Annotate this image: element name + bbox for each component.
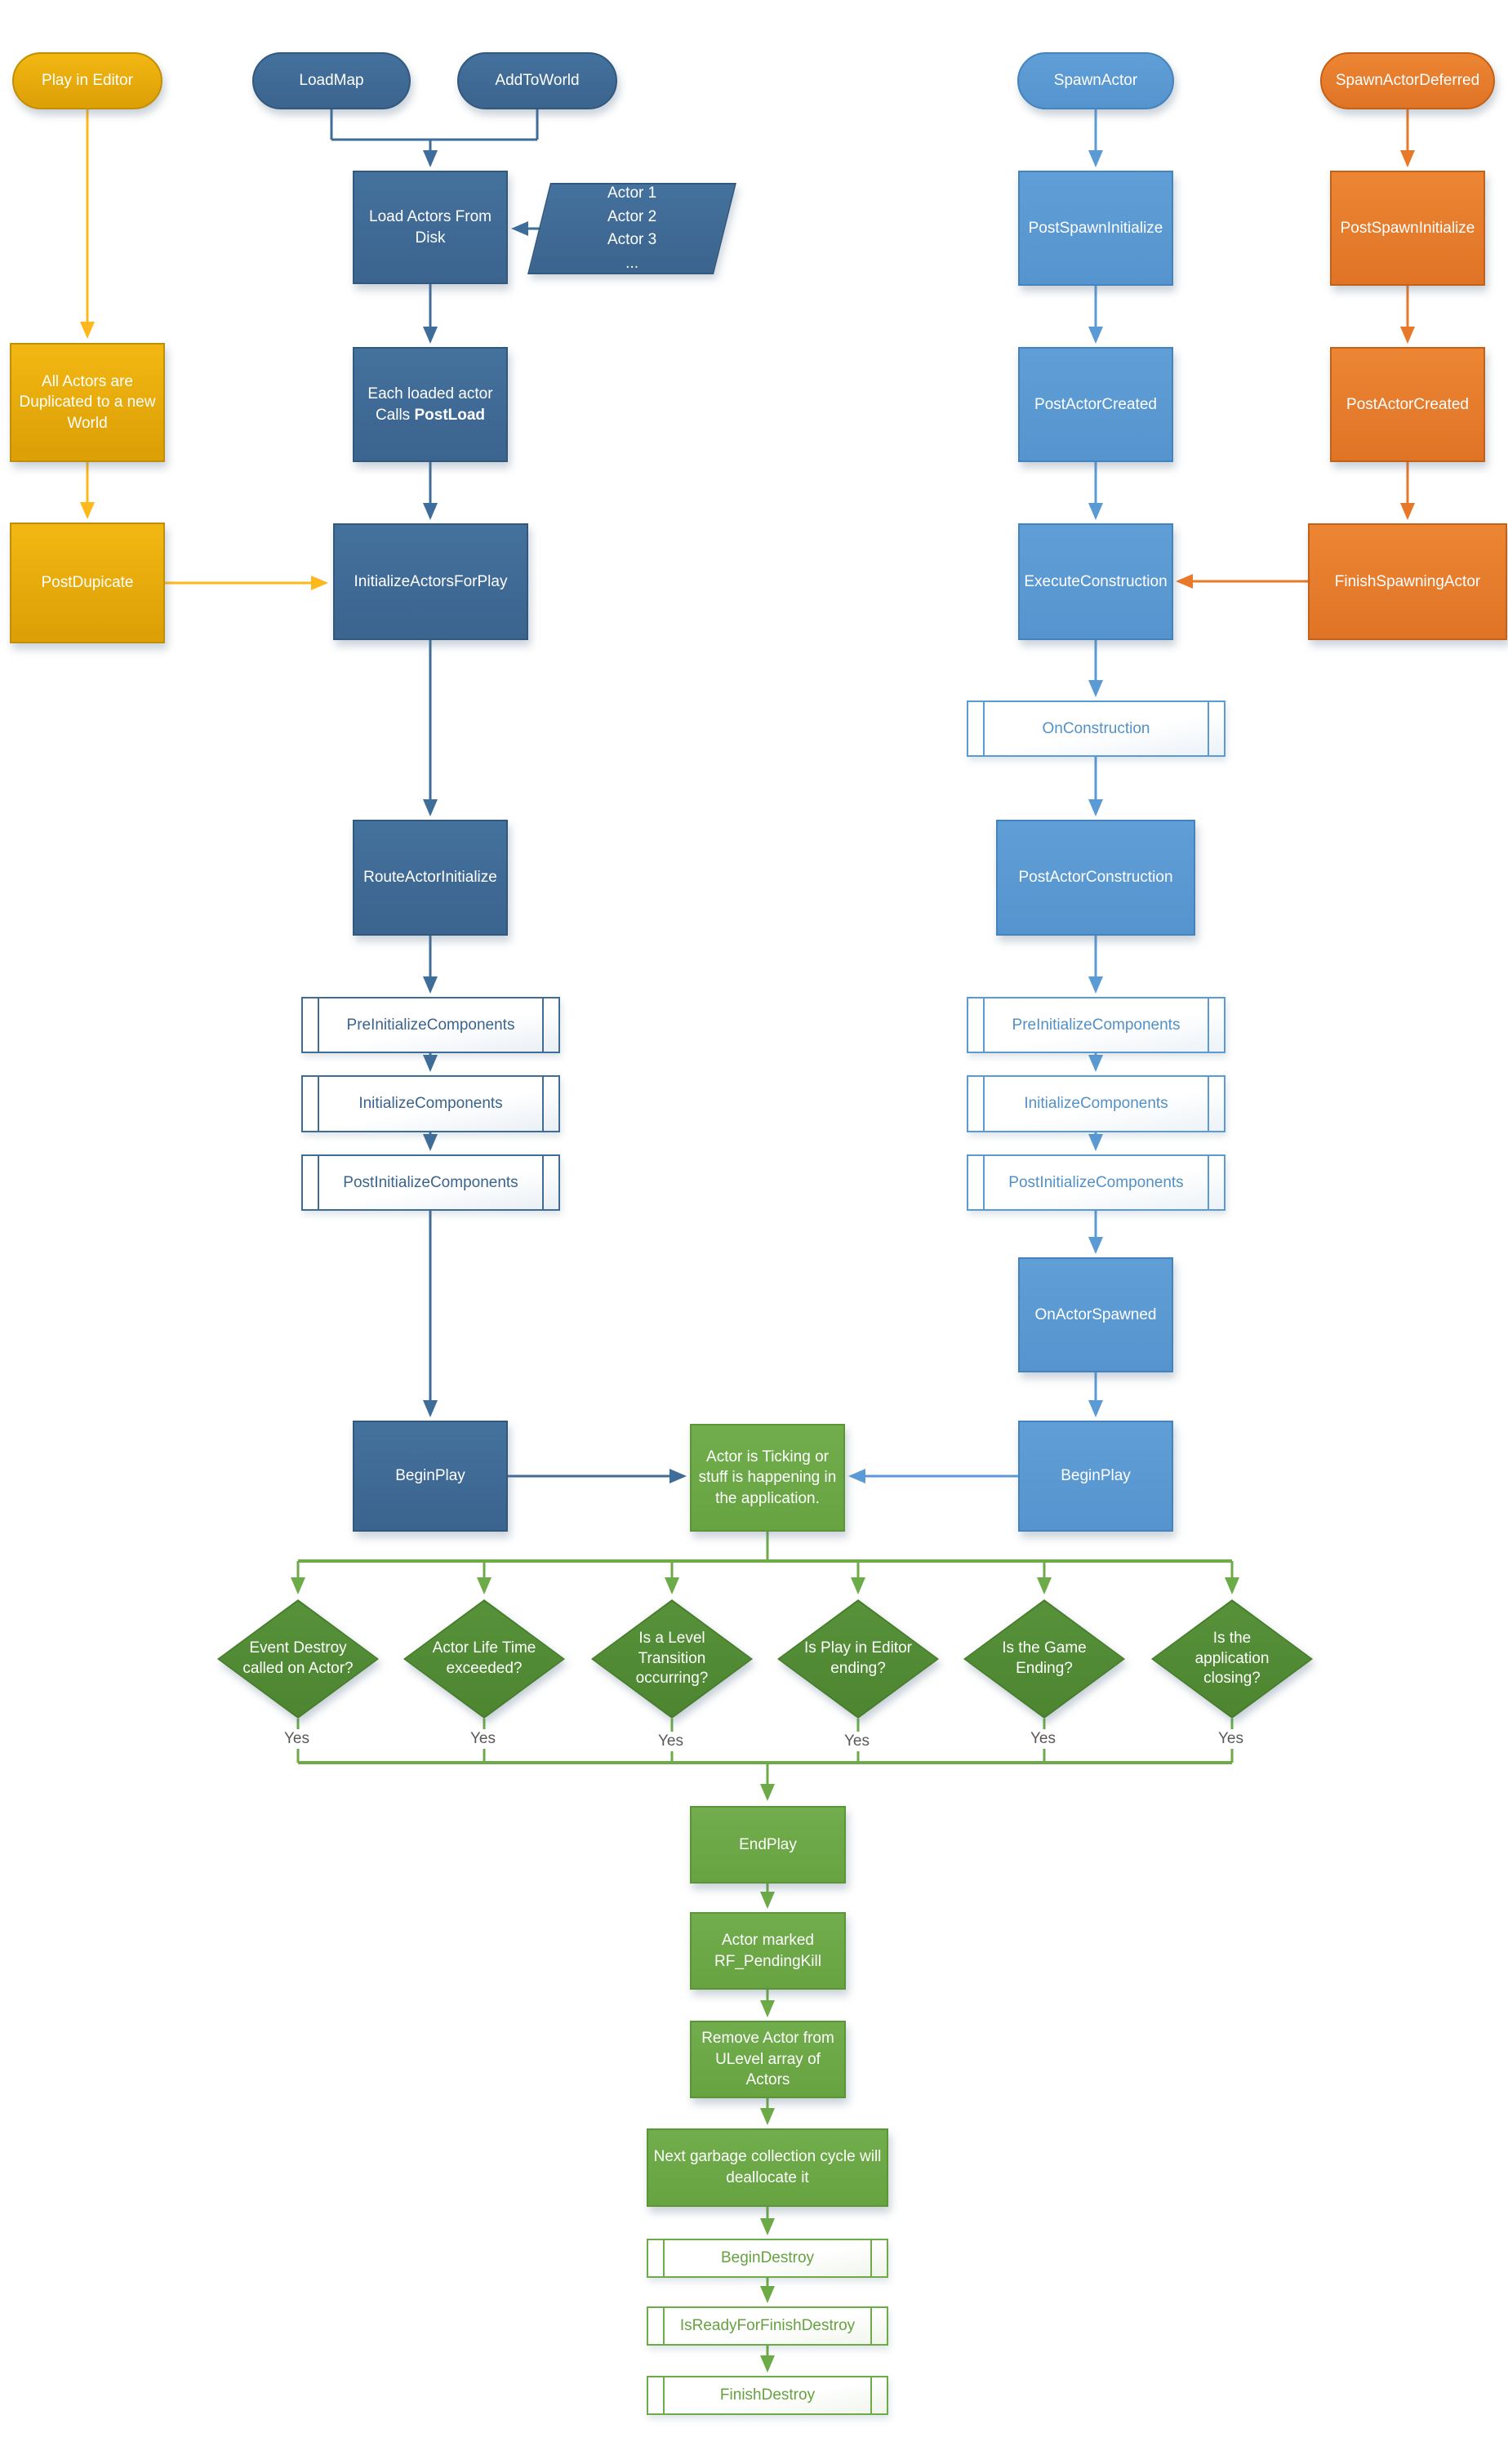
- node-postspawninitialize-spawn: PostSpawnInitialize: [1018, 171, 1173, 286]
- decision-application-closing: Is the application closing?: [1151, 1599, 1313, 1719]
- node-endplay: EndPlay: [690, 1806, 846, 1884]
- subroutine-onconstruction: OnConstruction: [967, 701, 1226, 757]
- yes-label-5: Yes: [1026, 1729, 1060, 1749]
- subroutine-initializecomponents-left: InitializeComponents: [301, 1075, 560, 1132]
- node-next-garbage-collection: Next garbage collection cycle will deall…: [647, 2128, 888, 2207]
- orange-edges: [1176, 109, 1415, 589]
- decision-event-destroy: Event Destroy called on Actor?: [217, 1599, 379, 1719]
- node-each-loaded-actor-postload: Each loaded actor Calls PostLoad: [353, 347, 508, 462]
- node-routeactorinitialize: RouteActorInitialize: [353, 820, 508, 936]
- node-beginplay-load: BeginPlay: [353, 1421, 508, 1532]
- node-play-in-editor: Play in Editor: [12, 52, 162, 109]
- node-postactorconstruction: PostActorConstruction: [996, 820, 1195, 936]
- node-postspawninitialize-deferred: PostSpawnInitialize: [1330, 171, 1485, 286]
- node-all-actors-duplicated: All Actors are Duplicated to a new World: [10, 343, 165, 462]
- subroutine-postinitializecomponents-right: PostInitializeComponents: [967, 1154, 1226, 1211]
- node-actor-list: Actor 1 Actor 2 Actor 3 ...: [527, 183, 736, 274]
- node-load-actors-from-disk: Load Actors From Disk: [353, 171, 508, 284]
- subroutine-isreadyforfinishdestroy: IsReadyForFinishDestroy: [647, 2306, 888, 2346]
- yellow-edges: [80, 109, 328, 590]
- diamond-shape: Event Destroy called on Actor?: [217, 1599, 379, 1719]
- lightblue-edges: [848, 109, 1103, 1483]
- yes-label-1: Yes: [280, 1729, 314, 1749]
- diamond-shape: Is a Level Transition occurring?: [591, 1599, 753, 1719]
- decision-actor-lifetime: Actor Life Time exceeded?: [403, 1599, 565, 1719]
- decision-pie-ending: Is Play in Editor ending?: [777, 1599, 939, 1719]
- yes-label-6: Yes: [1214, 1729, 1248, 1749]
- node-postdupicate: PostDupicate: [10, 523, 165, 643]
- node-actor-is-ticking: Actor is Ticking or stuff is happening i…: [690, 1424, 845, 1532]
- subroutine-postinitializecomponents-left: PostInitializeComponents: [301, 1154, 560, 1211]
- node-addtoworld: AddToWorld: [457, 52, 617, 109]
- node-onactorspawned: OnActorSpawned: [1018, 1257, 1173, 1372]
- node-initializeactorsforplay: InitializeActorsForPlay: [333, 523, 528, 640]
- node-spawnactor: SpawnActor: [1017, 52, 1174, 109]
- yes-label-3: Yes: [654, 1732, 687, 1751]
- diamond-shape: Is the Game Ending?: [963, 1599, 1125, 1719]
- diamond-shape: Is Play in Editor ending?: [777, 1599, 939, 1719]
- yes-label-4: Yes: [840, 1732, 874, 1751]
- node-postactorcreated-spawn: PostActorCreated: [1018, 347, 1173, 462]
- decision-game-ending: Is the Game Ending?: [963, 1599, 1125, 1719]
- node-finishspawningactor: FinishSpawningActor: [1308, 523, 1507, 640]
- subroutine-begindestroy: BeginDestroy: [647, 2239, 888, 2278]
- node-spawnactordeferred: SpawnActorDeferred: [1320, 52, 1495, 109]
- actor-list-parallelogram: Actor 1 Actor 2 Actor 3 ...: [527, 183, 736, 274]
- node-loadmap: LoadMap: [252, 52, 411, 109]
- diamond-shape: Actor Life Time exceeded?: [403, 1599, 565, 1719]
- diamond-shape: Is the application closing?: [1151, 1599, 1313, 1719]
- subroutine-preinitializecomponents-left: PreInitializeComponents: [301, 997, 560, 1053]
- decision-level-transition: Is a Level Transition occurring?: [591, 1599, 753, 1719]
- node-beginplay-spawn: BeginPlay: [1018, 1421, 1173, 1532]
- darkblue-edges: [330, 109, 687, 1483]
- node-remove-actor-from-ulevel: Remove Actor from ULevel array of Actors: [690, 2021, 846, 2098]
- subroutine-preinitializecomponents-right: PreInitializeComponents: [967, 997, 1226, 1053]
- node-executeconstruction: ExecuteConstruction: [1018, 523, 1173, 640]
- yes-label-2: Yes: [466, 1729, 500, 1749]
- green-edges: [291, 1532, 1239, 2373]
- subroutine-finishdestroy: FinishDestroy: [647, 2376, 888, 2415]
- node-postactorcreated-deferred: PostActorCreated: [1330, 347, 1485, 462]
- node-actor-marked-rf-pendingkill: Actor marked RF_PendingKill: [690, 1912, 846, 1990]
- subroutine-initializecomponents-right: InitializeComponents: [967, 1075, 1226, 1132]
